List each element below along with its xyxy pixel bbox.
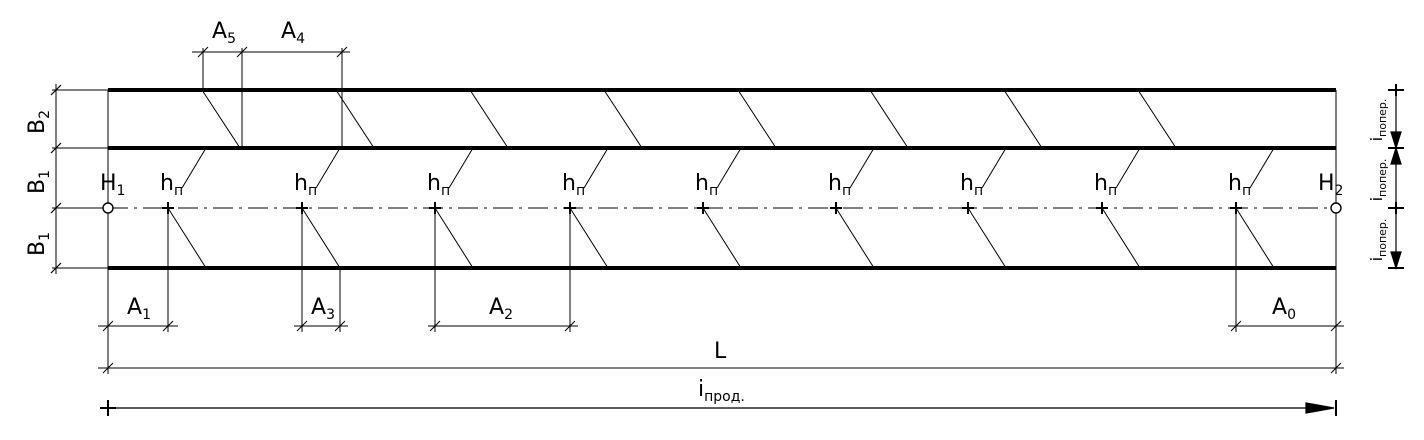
hatch-middle	[181, 147, 207, 189]
hatch-lower	[1101, 207, 1141, 269]
road-edges	[108, 88, 1336, 270]
label-hn: hп	[960, 171, 983, 199]
hatch-lower	[967, 207, 1007, 269]
hatch-middle	[1249, 147, 1275, 189]
label-a5: A5	[212, 19, 236, 47]
dim-bottom	[98, 320, 1344, 374]
hatch-lower	[702, 207, 742, 269]
hatch-middle	[448, 147, 474, 189]
hatch-middle	[1115, 147, 1141, 189]
label-i-poper-2: iпопер.	[1367, 159, 1389, 202]
hatch-lower	[434, 207, 474, 269]
label-hn: hп	[828, 171, 851, 199]
axis-markers	[102, 202, 1342, 214]
label-b2: B2	[25, 110, 53, 134]
hn-labels: hп hп hп hп hп hп hп hп hп	[160, 171, 1251, 199]
hatch-upper	[201, 89, 241, 149]
label-a2: A2	[489, 295, 513, 323]
hatch-lower	[569, 207, 609, 269]
label-hn: hп	[695, 171, 718, 199]
hatch-middle	[315, 147, 341, 189]
hatch-upper	[869, 89, 909, 149]
hatch-middle	[849, 147, 875, 189]
hatch-lower	[167, 207, 207, 269]
extension-lines	[52, 48, 1337, 374]
label-b1-bottom: B1	[25, 232, 53, 256]
label-hn: hп	[1228, 171, 1251, 199]
label-i-prod: iпрод.	[698, 377, 745, 405]
label-i-poper-1: iпопер.	[1367, 99, 1389, 142]
hatch-middle	[583, 147, 609, 189]
labels: B2 B1 B1 H1 H2 A5 A4 A1 A3 A2 A0 L iпрод…	[25, 19, 1389, 405]
longitudinal-slope-arrow	[100, 400, 1337, 416]
hatch-middle	[716, 147, 742, 189]
hatch-upper	[1003, 89, 1043, 149]
label-hn: hп	[294, 171, 317, 199]
dim-top	[192, 46, 350, 58]
hatch-middle	[981, 147, 1007, 189]
label-hn: hп	[562, 171, 585, 199]
hatch-lines	[167, 89, 1275, 269]
label-a0: A0	[1272, 295, 1296, 323]
hatch-lower	[835, 207, 875, 269]
label-i-poper-3: iпопер.	[1367, 219, 1389, 262]
hatch-lower	[301, 207, 341, 269]
label-a3: A3	[311, 295, 335, 323]
end-point-marker	[1330, 202, 1342, 214]
label-l: L	[714, 339, 727, 364]
left-dim-ticks	[50, 84, 62, 274]
label-a1: A1	[127, 295, 151, 323]
label-hn: hп	[427, 171, 450, 199]
hatch-upper	[737, 89, 777, 149]
label-h2: H2	[1318, 171, 1343, 199]
label-a4: A4	[281, 19, 305, 47]
hatch-lower	[1235, 207, 1275, 269]
label-b1-top: B1	[25, 170, 53, 194]
cross-markers	[162, 202, 1242, 214]
transverse-slope-arrows	[1388, 84, 1404, 271]
label-h1: H1	[100, 171, 125, 199]
hatch-upper	[469, 89, 509, 149]
hatch-upper	[1137, 89, 1177, 149]
hatch-upper	[335, 89, 375, 149]
label-hn: hп	[1094, 171, 1117, 199]
label-hn: hп	[160, 171, 183, 199]
hatch-upper	[603, 89, 643, 149]
start-point-marker	[102, 202, 114, 214]
